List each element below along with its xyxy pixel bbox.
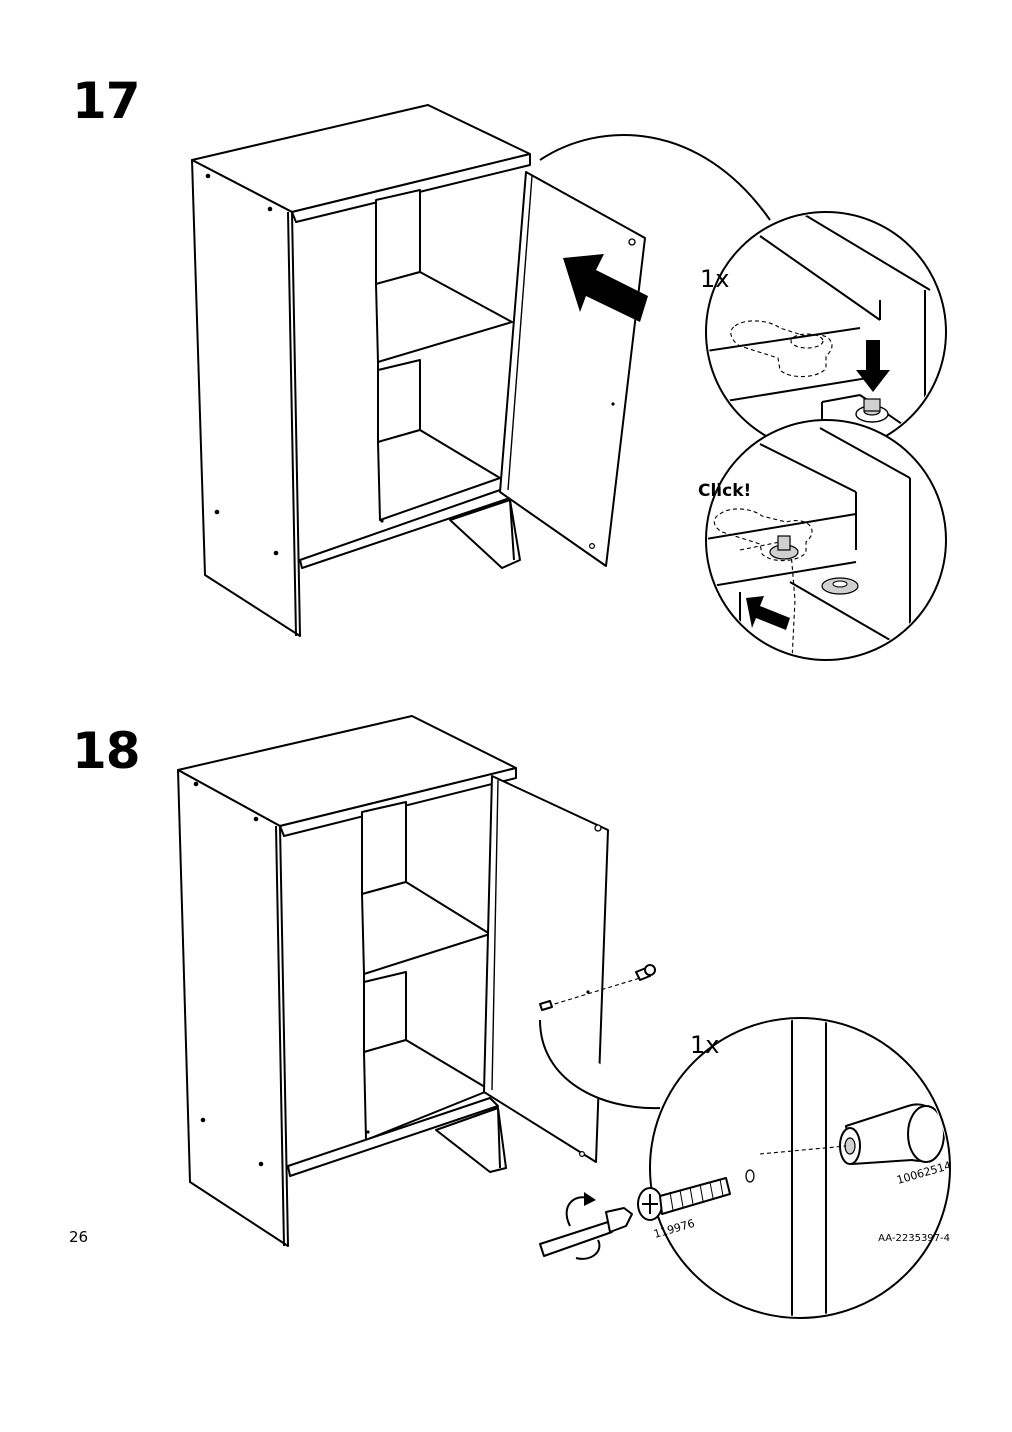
document-code: AA-2235397-4: [878, 1233, 950, 1244]
step-17-quantity: 1x: [700, 265, 729, 293]
step-18-quantity: 1x: [690, 1031, 719, 1059]
step-17-detail-leader: [539, 134, 771, 221]
slide-arrow-icon: [746, 596, 790, 630]
screwdriver-icon: [539, 1207, 633, 1257]
step-18-small-parts: [539, 964, 656, 1011]
step-18-door: [483, 775, 609, 1163]
step-17-detail-bottom: [705, 419, 947, 661]
step-18-detail-leader: [539, 1019, 661, 1110]
step-18-detail: [539, 1017, 951, 1319]
step-17-click-label: Click!: [698, 481, 751, 501]
step-17-number: 17: [72, 72, 141, 130]
down-arrow-icon: [856, 340, 890, 392]
step-18-number: 18: [72, 722, 141, 780]
page-number: 26: [69, 1228, 89, 1246]
machine-screw-icon: [637, 1169, 755, 1221]
step-17-cabinet: [191, 104, 531, 637]
step-18-cabinet: [177, 715, 517, 1247]
step-17-door: [499, 171, 646, 567]
push-arrow-icon: [563, 254, 648, 322]
